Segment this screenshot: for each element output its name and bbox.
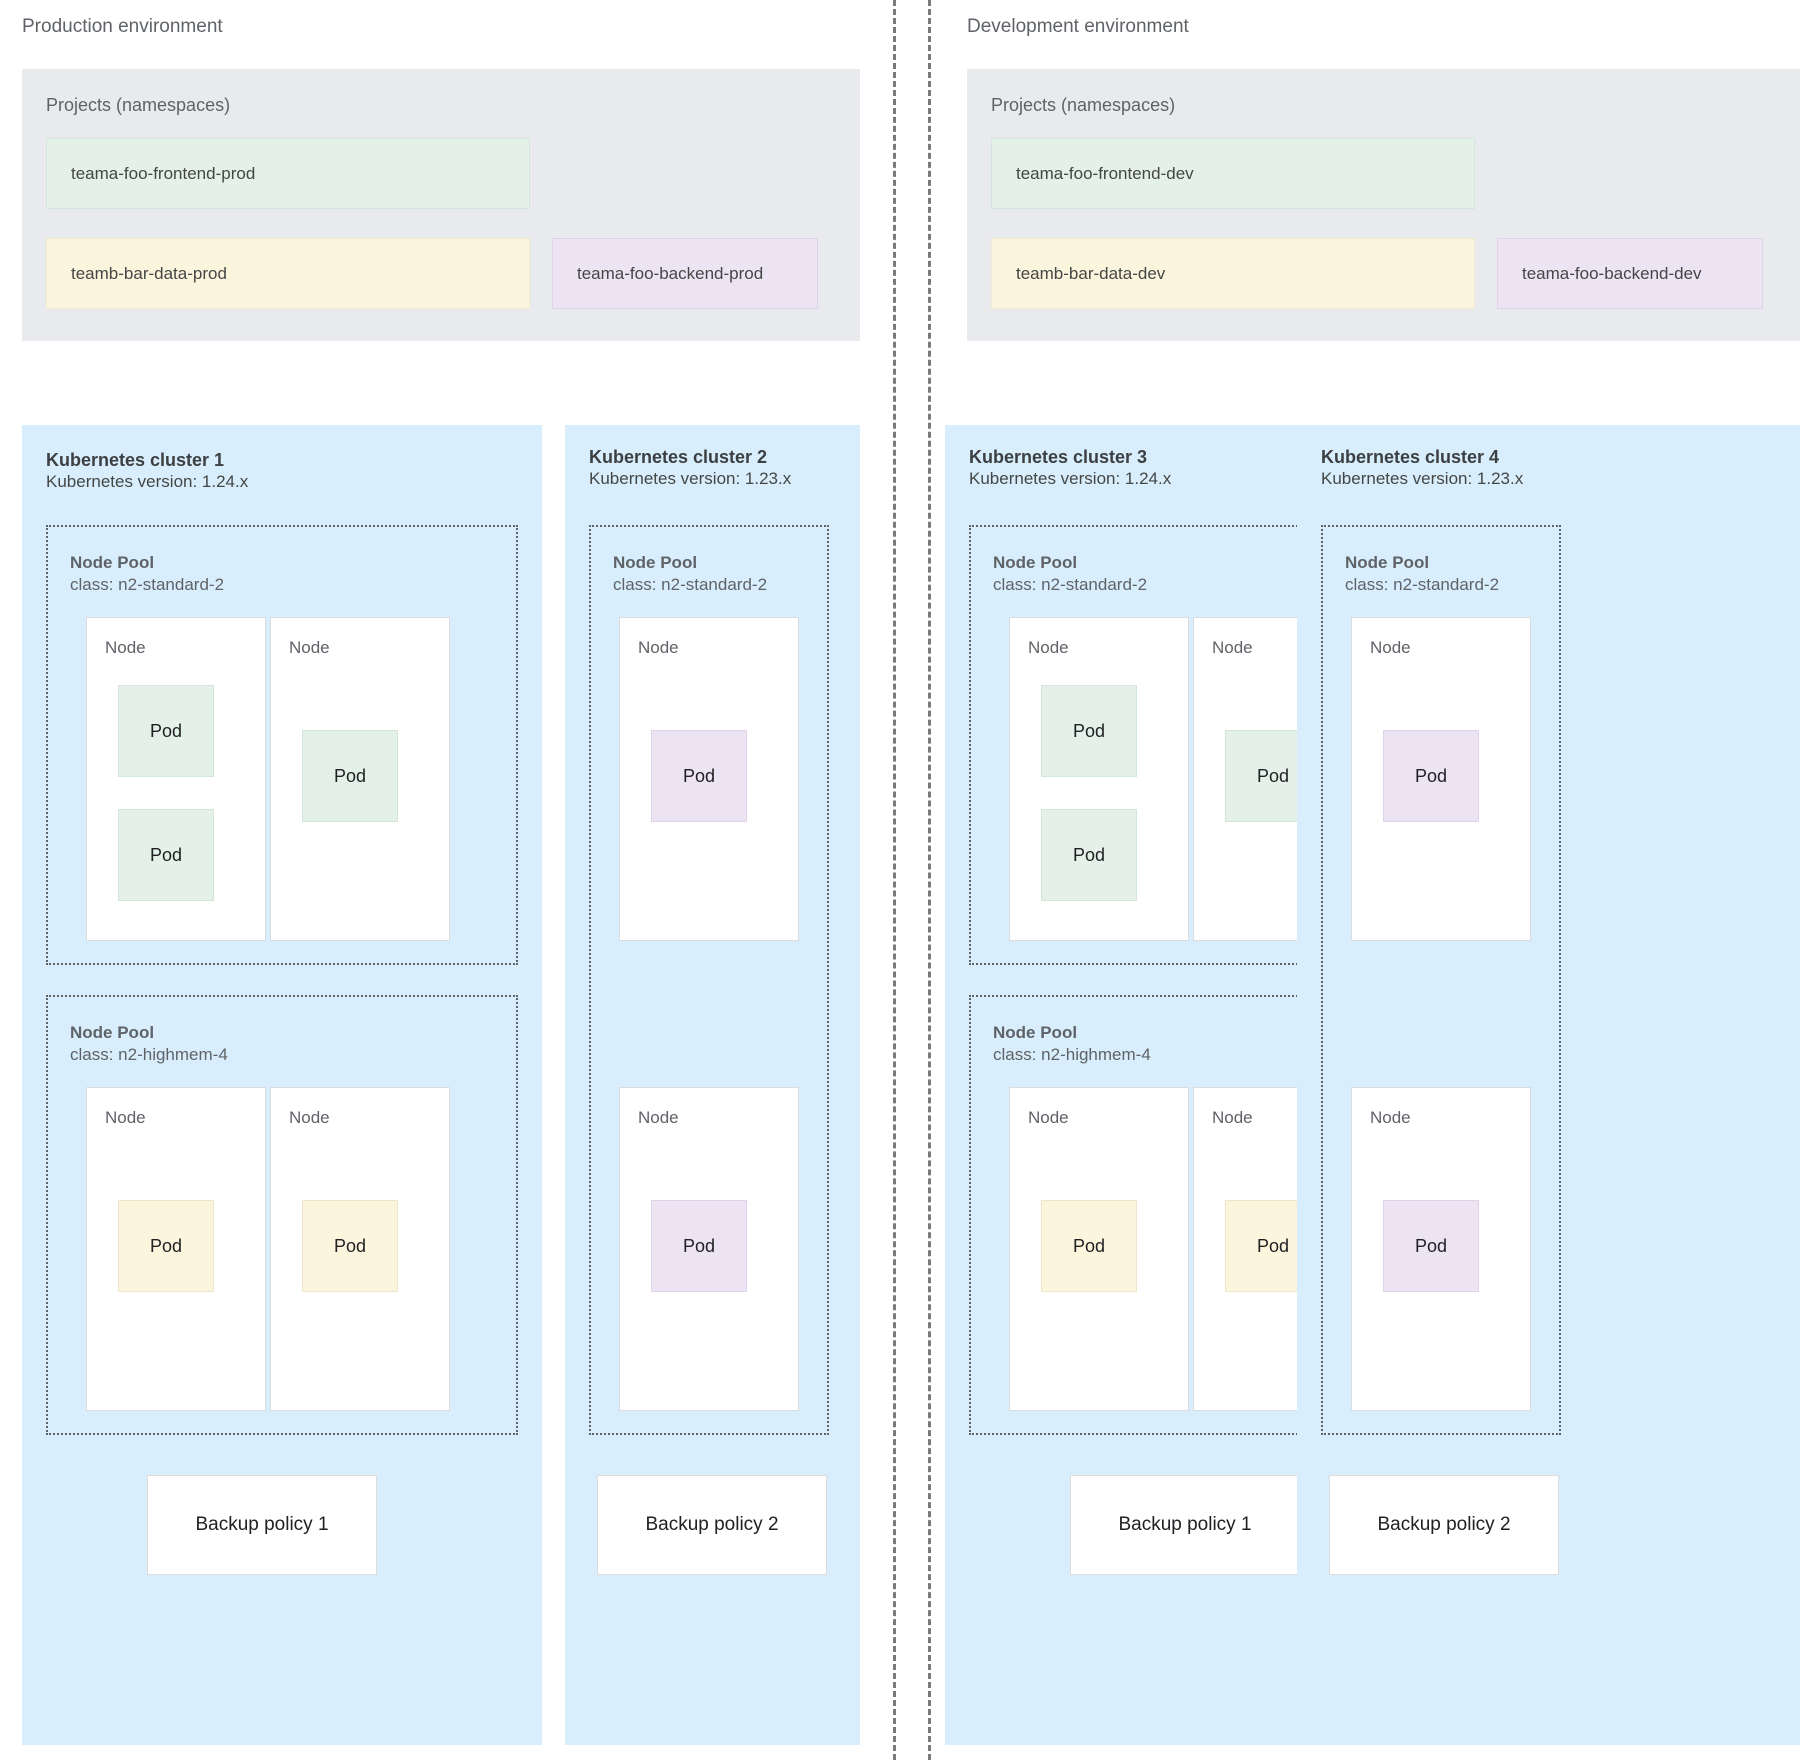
node[interactable]: Node Pod [619, 1087, 799, 1411]
node-label: Node [1028, 1108, 1069, 1127]
kubernetes-cluster[interactable]: Kubernetes cluster 2 Kubernetes version:… [565, 425, 860, 1745]
pod[interactable]: Pod [118, 809, 214, 901]
backup-policy[interactable]: Backup policy 1 [147, 1475, 377, 1575]
node[interactable]: Node Pod [270, 617, 450, 941]
node-label: Node [289, 638, 330, 657]
pod[interactable]: Pod [1041, 809, 1137, 901]
pod[interactable]: Pod [118, 685, 214, 777]
node[interactable]: Node Pod [619, 617, 799, 941]
node[interactable]: Node Pod [1351, 617, 1531, 941]
namespace-box[interactable]: teama-foo-frontend-prod [46, 138, 530, 209]
node-pool-title: Node Pool [993, 1023, 1078, 1042]
node-pool-class: class: n2-standard-2 [993, 575, 1148, 594]
backup-policy[interactable]: Backup policy 2 [597, 1475, 827, 1575]
node-pool[interactable]: Node Pool class: n2-standard-2 Node Pod … [1321, 525, 1561, 1435]
node-pool-class: class: n2-standard-2 [613, 575, 768, 594]
pod[interactable]: Pod [1383, 730, 1479, 822]
node[interactable]: Node Pod Pod [86, 617, 266, 941]
pod[interactable]: Pod [1041, 685, 1137, 777]
environment-title: Production environment [22, 16, 223, 37]
node-pool-title: Node Pool [70, 553, 155, 572]
node-label: Node [638, 1108, 679, 1127]
node-pool-title: Node Pool [70, 1023, 155, 1042]
node-label: Node [1028, 638, 1069, 657]
cluster-title: Kubernetes cluster 3 [969, 447, 1148, 467]
environment-title: Development environment [967, 16, 1189, 37]
environment-divider-right [928, 0, 931, 1760]
namespaces-panel: Projects (namespaces) teama-foo-frontend… [967, 69, 1800, 341]
namespace-box[interactable]: teamb-bar-data-prod [46, 238, 530, 309]
kubernetes-cluster[interactable]: Kubernetes cluster 1 Kubernetes version:… [22, 425, 542, 1745]
node-label: Node [105, 1108, 146, 1127]
node-pool[interactable]: Node Pool class: n2-highmem-4 Node Pod N… [46, 995, 518, 1435]
node-label: Node [1370, 638, 1411, 657]
cluster-title: Kubernetes cluster 1 [46, 450, 225, 470]
pod[interactable]: Pod [1383, 1200, 1479, 1292]
cluster-version: Kubernetes version: 1.24.x [46, 472, 249, 491]
namespace-box[interactable]: teama-foo-backend-dev [1497, 238, 1763, 309]
node-pool-title: Node Pool [1345, 553, 1430, 572]
node-label: Node [1212, 1108, 1253, 1127]
node[interactable]: Node Pod [270, 1087, 450, 1411]
namespace-box[interactable]: teama-foo-backend-prod [552, 238, 818, 309]
cluster-title: Kubernetes cluster 4 [1321, 447, 1500, 467]
kubernetes-cluster[interactable]: Kubernetes cluster 4 Kubernetes version:… [1297, 425, 1800, 1745]
backup-policy[interactable]: Backup policy 2 [1329, 1475, 1559, 1575]
pod[interactable]: Pod [302, 730, 398, 822]
cluster-title: Kubernetes cluster 2 [589, 447, 768, 467]
environment-production: Production environment Projects (namespa… [0, 0, 880, 1760]
node-label: Node [105, 638, 146, 657]
namespace-box[interactable]: teama-foo-frontend-dev [991, 138, 1475, 209]
cluster-version: Kubernetes version: 1.23.x [589, 469, 792, 488]
namespace-box[interactable]: teamb-bar-data-dev [991, 238, 1475, 309]
node[interactable]: Node Pod [86, 1087, 266, 1411]
cluster-version: Kubernetes version: 1.23.x [1321, 469, 1524, 488]
node-pool-class: class: n2-highmem-4 [70, 1045, 228, 1064]
node-label: Node [289, 1108, 330, 1127]
node-label: Node [1370, 1108, 1411, 1127]
node-label: Node [638, 638, 679, 657]
namespaces-panel-title: Projects (namespaces) [46, 95, 231, 115]
environment-development: Development environment Projects (namesp… [945, 0, 1800, 1760]
pod[interactable]: Pod [1041, 1200, 1137, 1292]
environment-divider-left [893, 0, 896, 1760]
namespaces-panel-title: Projects (namespaces) [991, 95, 1176, 115]
node-label: Node [1212, 638, 1253, 657]
backup-policy[interactable]: Backup policy 1 [1070, 1475, 1300, 1575]
pod[interactable]: Pod [118, 1200, 214, 1292]
node-pool-class: class: n2-highmem-4 [993, 1045, 1151, 1064]
node[interactable]: Node Pod [1351, 1087, 1531, 1411]
node-pool-class: class: n2-standard-2 [1345, 575, 1500, 594]
node[interactable]: Node Pod [1009, 1087, 1189, 1411]
pod[interactable]: Pod [651, 730, 747, 822]
node-pool[interactable]: Node Pool class: n2-standard-2 Node Pod … [589, 525, 829, 1435]
node-pool-class: class: n2-standard-2 [70, 575, 225, 594]
node-pool-title: Node Pool [993, 553, 1078, 572]
node-pool[interactable]: Node Pool class: n2-standard-2 Node Pod … [46, 525, 518, 965]
pod[interactable]: Pod [651, 1200, 747, 1292]
namespaces-panel: Projects (namespaces) teama-foo-frontend… [22, 69, 860, 341]
cluster-version: Kubernetes version: 1.24.x [969, 469, 1172, 488]
node[interactable]: Node Pod Pod [1009, 617, 1189, 941]
pod[interactable]: Pod [302, 1200, 398, 1292]
node-pool-title: Node Pool [613, 553, 698, 572]
